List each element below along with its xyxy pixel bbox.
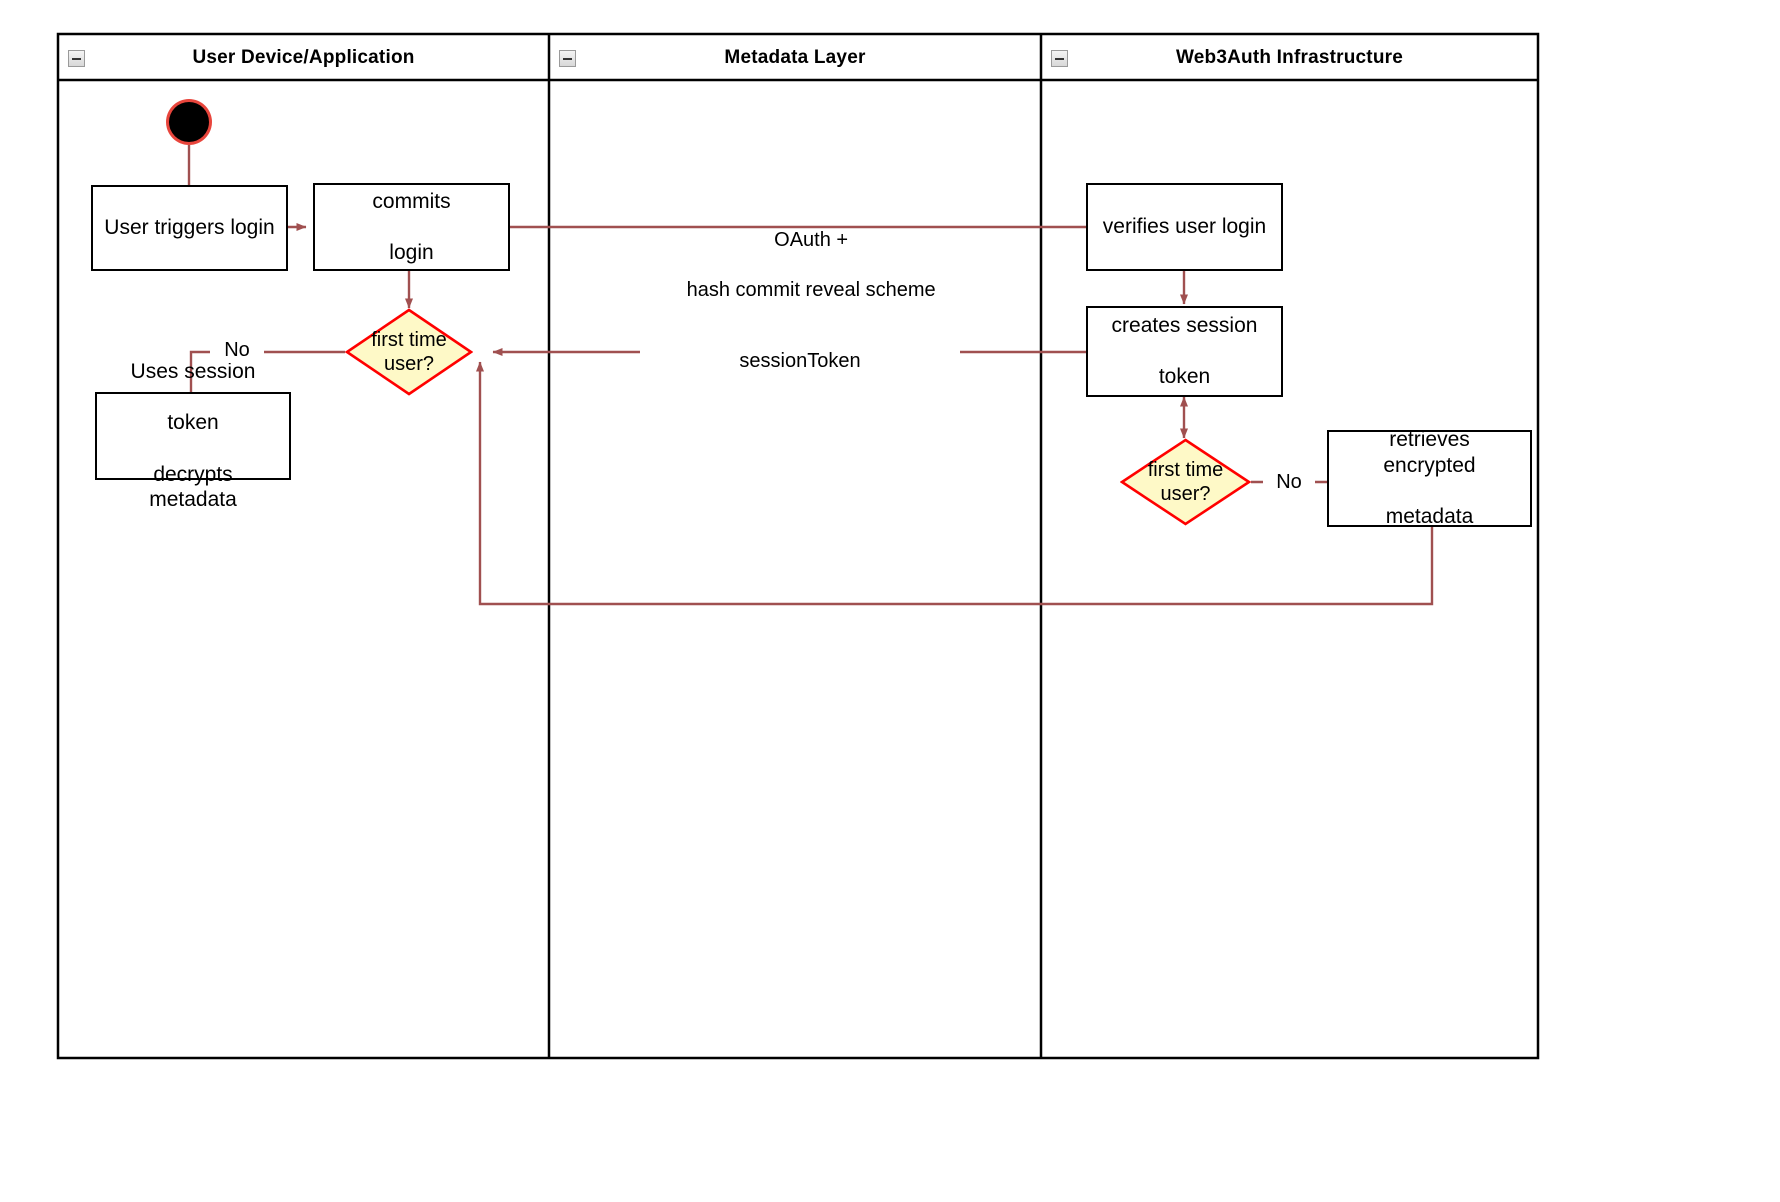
collapse-minus-icon-lane-1[interactable] — [68, 50, 85, 67]
node-decision-left-line2: user? — [383, 353, 435, 375]
node-uses-session-token[interactable]: Uses session token decrypts metadata — [95, 360, 291, 511]
node-creates-session-token-line1: creates session — [1111, 314, 1258, 338]
node-retrieves-encrypted-metadata-label: retrieves encrypted metadata — [1329, 427, 1530, 529]
edge-label-session-token: sessionToken — [640, 349, 960, 374]
node-uses-session-token-line2: token — [167, 411, 219, 435]
node-creates-session-token[interactable]: creates session token — [1086, 306, 1283, 397]
node-decision-left-line1: first time — [371, 329, 447, 351]
edge-label-oauth-line1: OAuth + — [774, 229, 849, 251]
node-verifies-user-login-label: verifies user login — [1102, 215, 1267, 239]
node-user-triggers-login-label: User triggers login — [104, 216, 275, 240]
edge-label-oauth-line2: hash commit reveal scheme — [686, 279, 936, 301]
edge-label-no-right: No — [1263, 470, 1315, 495]
collapse-minus-icon-lane-2[interactable] — [559, 50, 576, 67]
node-commits-login[interactable]: commits login — [313, 183, 510, 271]
node-decision-first-time-user-left[interactable]: first time user? — [345, 308, 473, 396]
start-node-shape — [166, 99, 212, 145]
node-decision-right-label: first time user? — [1148, 458, 1224, 506]
node-commits-login-label: commits login — [360, 189, 462, 266]
edge-label-no-left: No — [210, 338, 264, 363]
collapse-minus-icon-lane-3[interactable] — [1051, 50, 1068, 67]
node-decision-first-time-user-right[interactable]: first time user? — [1120, 438, 1251, 526]
edge-label-oauth: OAuth + hash commit reveal scheme — [600, 203, 1000, 328]
node-uses-session-token-label: Uses session token decrypts metadata — [97, 359, 289, 513]
node-uses-session-token-line3: decrypts metadata — [149, 462, 237, 512]
diamond-shape-right — [1120, 438, 1251, 526]
node-commits-login-line2: login — [389, 240, 434, 264]
edge-retrieves-back-to-decision-left — [476, 361, 1434, 606]
node-creates-session-token-line2: token — [1158, 365, 1211, 389]
diamond-shape-left — [345, 308, 473, 396]
node-commits-login-line1: commits — [372, 189, 451, 213]
node-creates-session-token-label: creates session token — [1100, 313, 1270, 390]
swimlane-frame — [56, 32, 1540, 1060]
node-verifies-user-login[interactable]: verifies user login — [1086, 183, 1283, 271]
node-decision-right-line1: first time — [1147, 459, 1224, 481]
node-retrieves-encrypted-metadata[interactable]: retrieves encrypted metadata — [1327, 427, 1532, 529]
node-retrieves-line1: retrieves encrypted — [1383, 428, 1476, 477]
node-retrieves-line2: metadata — [1385, 505, 1474, 529]
node-decision-left-label: first time user? — [371, 328, 447, 376]
node-uses-session-token-line1: Uses session — [130, 360, 256, 384]
node-user-triggers-login[interactable]: User triggers login — [91, 185, 288, 271]
node-decision-right-line2: user? — [1160, 483, 1211, 505]
